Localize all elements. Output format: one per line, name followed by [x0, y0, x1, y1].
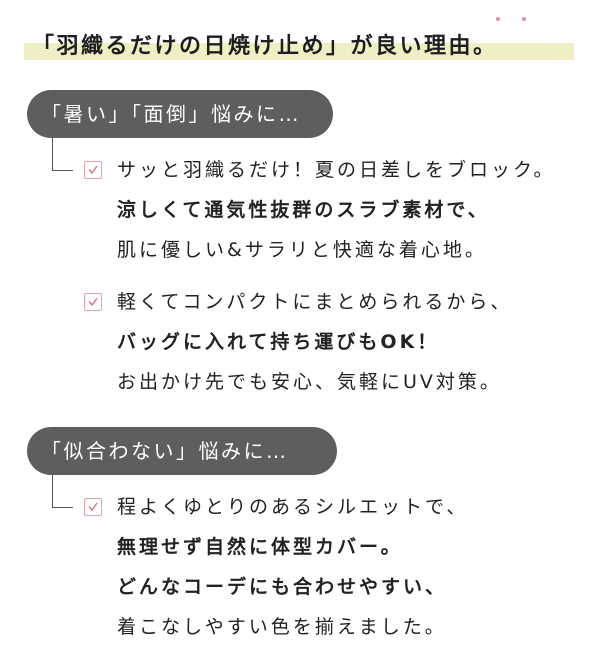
benefit-line: どんなコーデにも合わせやすい、: [117, 576, 448, 598]
emphasis-dot-icon: [522, 17, 526, 21]
tree-connector-line: [52, 475, 73, 508]
benefit-item: 程よくゆとりのあるシルエットで、 無理せず自然に体型カバー。 どんなコーデにも合…: [117, 487, 468, 647]
benefit-line: 着こなしやすい色を揃えました。: [117, 616, 447, 638]
benefit-line: 肌に優しい&サラリと快適な着心地。: [117, 239, 487, 261]
checkbox-checked-icon: [84, 161, 102, 179]
benefit-line: サッと羽織るだけ！夏の日差しをブロック。: [117, 159, 556, 181]
tree-connector-line: [52, 138, 73, 171]
benefit-item: 軽くてコンパクトにまとめられるから、 バッグに入れて持ち運びもOK！ お出かけ先…: [117, 282, 512, 402]
page-heading: 「羽織るだけの日焼け止め」が良い理由。: [24, 14, 574, 64]
heading-highlight-bar: [24, 43, 574, 60]
benefit-line: 軽くてコンパクトにまとめられるから、: [117, 291, 513, 313]
benefit-line: バッグに入れて持ち運びもOK！: [117, 331, 440, 353]
benefit-line: 涼しくて通気性抜群のスラブ素材で、: [117, 199, 490, 221]
emphasis-dot-icon: [496, 17, 500, 21]
benefit-item: サッと羽織るだけ！夏の日差しをブロック。 涼しくて通気性抜群のスラブ素材で、 肌…: [117, 150, 555, 270]
section-label-pill: 「暑い」「面倒」悩みに…: [27, 90, 333, 138]
benefit-line: 無理せず自然に体型カバー。: [117, 536, 403, 558]
heading-text: 「羽織るだけの日焼け止め」が良い理由。: [32, 34, 498, 59]
checkbox-checked-icon: [84, 293, 102, 311]
benefit-line: 程よくゆとりのあるシルエットで、: [117, 496, 469, 518]
section-label-pill: 「似合わない」悩みに…: [27, 427, 337, 475]
checkbox-checked-icon: [84, 498, 102, 516]
benefit-line: お出かけ先でも安心、気軽にUV対策。: [117, 371, 502, 393]
